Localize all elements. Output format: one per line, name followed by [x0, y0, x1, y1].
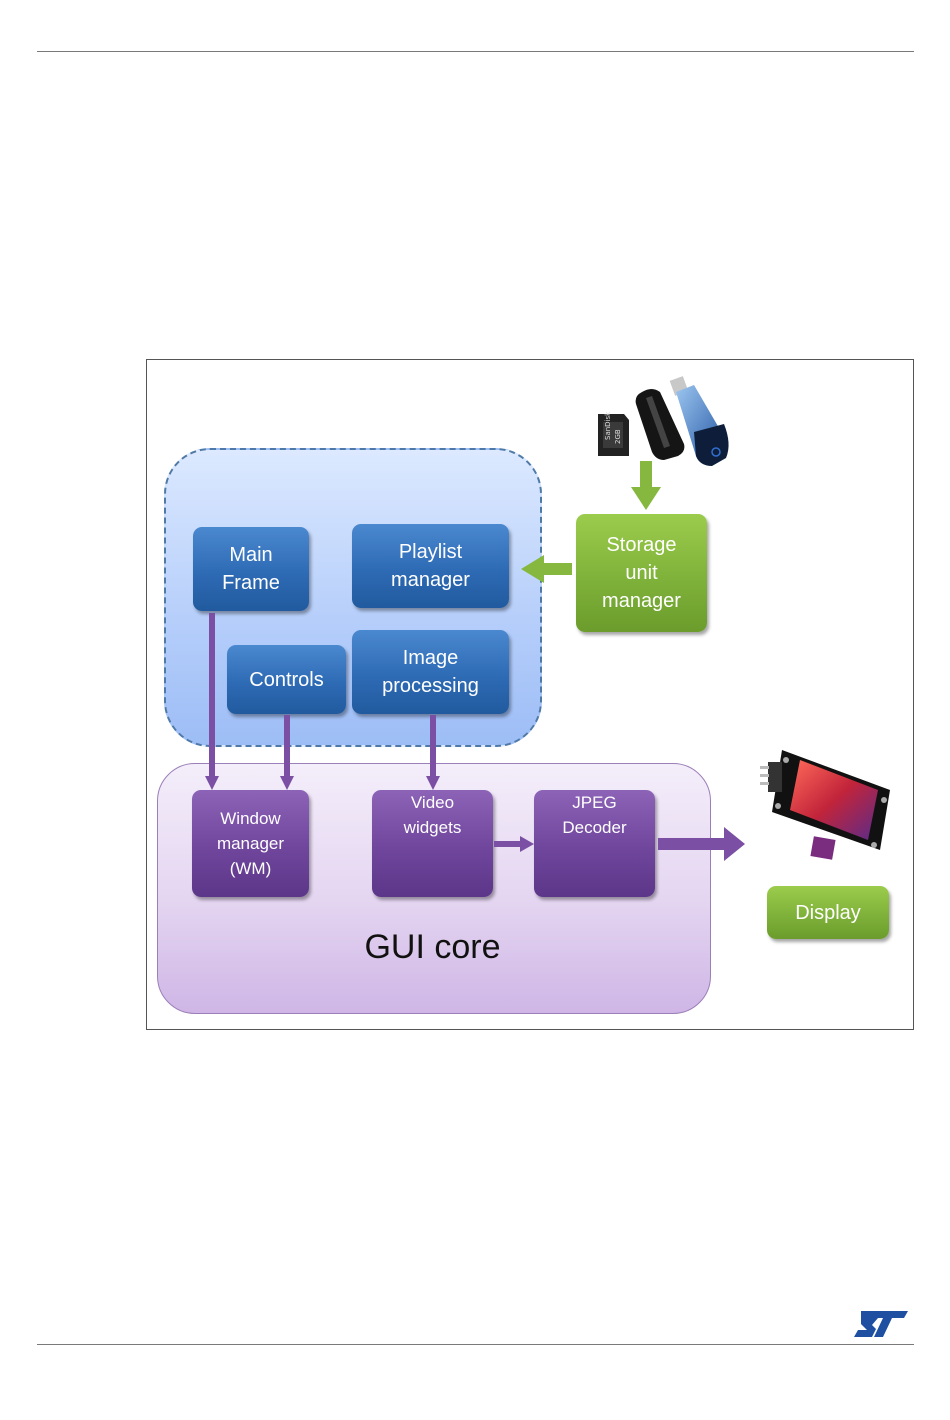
usb-flash-drive-icon — [636, 389, 685, 460]
mainframe-to-wm-arrow — [205, 613, 219, 790]
jpeg-to-display-arrow — [658, 827, 745, 861]
footer-rule — [37, 1344, 914, 1345]
controls-to-wm-arrow — [280, 715, 294, 790]
storage-to-manager-arrow — [631, 461, 661, 510]
storage-to-playlist-arrow — [521, 555, 572, 583]
st-logo — [852, 1307, 912, 1341]
svg-text:SanDisk: SanDisk — [604, 411, 612, 440]
microsd-card-icon: SanDisk 2GB — [598, 411, 629, 456]
image-to-video-arrow — [426, 715, 440, 790]
video-to-jpeg-arrow — [494, 836, 534, 852]
lcd-display-module-icon — [760, 750, 890, 860]
svg-text:2GB: 2GB — [614, 429, 622, 444]
